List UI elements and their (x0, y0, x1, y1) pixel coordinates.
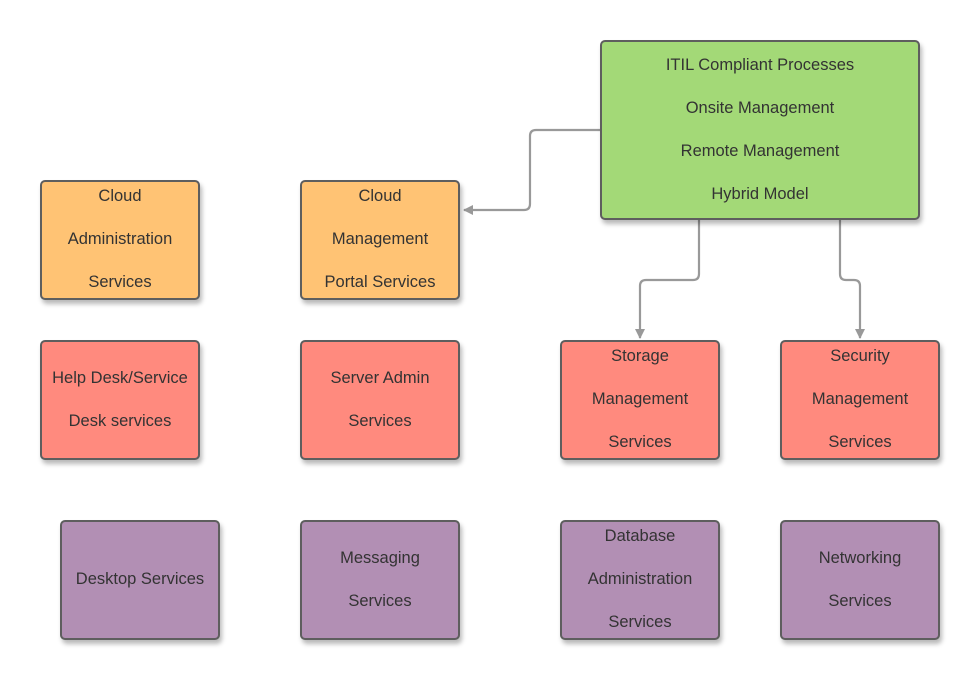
node-itil-processes[interactable]: ITIL Compliant Processes Onsite Manageme… (600, 40, 920, 220)
node-line: Services (608, 613, 672, 632)
connector-itil-to-storage[interactable] (635, 220, 701, 339)
node-line: Networking (818, 548, 902, 567)
node-server-admin[interactable]: Server Admin Services (300, 340, 460, 460)
node-line: Server Admin (330, 368, 430, 387)
node-line: Database (604, 527, 676, 546)
node-line: Services (608, 433, 672, 452)
node-networking-services-label: Networking Services (819, 526, 902, 634)
connector-itil-to-cloud-portal[interactable] (463, 128, 600, 215)
node-line: Desktop Services (75, 570, 205, 589)
node-cloud-management-portal-label: Cloud Management Portal Services (325, 165, 436, 316)
node-line: Services (348, 411, 412, 430)
node-itil-label: ITIL Compliant Processes Onsite Manageme… (666, 33, 854, 227)
node-storage-management-label: Storage Management Services (592, 325, 688, 476)
node-desktop-services-label: Desktop Services (76, 548, 204, 613)
node-messaging-services[interactable]: Messaging Services (300, 520, 460, 640)
connector-itil-to-security[interactable] (838, 220, 865, 339)
node-line: Management (591, 390, 689, 409)
node-line: Administration (67, 230, 173, 249)
node-line: Administration (587, 570, 693, 589)
node-line: Services (348, 591, 412, 610)
node-desktop-services[interactable]: Desktop Services (60, 520, 220, 640)
node-line: Portal Services (324, 273, 436, 292)
node-line: Messaging (340, 548, 420, 567)
node-messaging-services-label: Messaging Services (340, 526, 420, 634)
node-storage-management[interactable]: Storage Management Services (560, 340, 720, 460)
node-database-administration-label: Database Administration Services (588, 505, 693, 656)
node-cloud-administration-label: Cloud Administration Services (68, 165, 173, 316)
node-cloud-administration[interactable]: Cloud Administration Services (40, 180, 200, 300)
node-cloud-management-portal[interactable]: Cloud Management Portal Services (300, 180, 460, 300)
node-line: Services (88, 273, 152, 292)
node-line: Cloud (358, 187, 402, 206)
node-help-desk-label: Help Desk/Service Desk services (52, 346, 188, 454)
node-security-management[interactable]: Security Management Services (780, 340, 940, 460)
node-line: Management (811, 390, 909, 409)
node-help-desk[interactable]: Help Desk/Service Desk services (40, 340, 200, 460)
node-line: Help Desk/Service (52, 368, 188, 387)
node-security-management-label: Security Management Services (812, 325, 908, 476)
node-line: Services (828, 433, 892, 452)
node-line: Cloud (98, 187, 142, 206)
node-database-administration[interactable]: Database Administration Services (560, 520, 720, 640)
node-line: Management (331, 230, 429, 249)
node-line: Desk services (68, 411, 172, 430)
node-itil-line: ITIL Compliant Processes (665, 55, 855, 74)
node-itil-line: Remote Management (680, 141, 840, 160)
node-itil-line: Hybrid Model (711, 184, 809, 203)
node-line: Security (830, 347, 890, 366)
node-line: Storage (611, 347, 669, 366)
node-networking-services[interactable]: Networking Services (780, 520, 940, 640)
node-itil-line: Onsite Management (685, 98, 835, 117)
node-line: Services (828, 591, 892, 610)
node-server-admin-label: Server Admin Services (330, 346, 429, 454)
